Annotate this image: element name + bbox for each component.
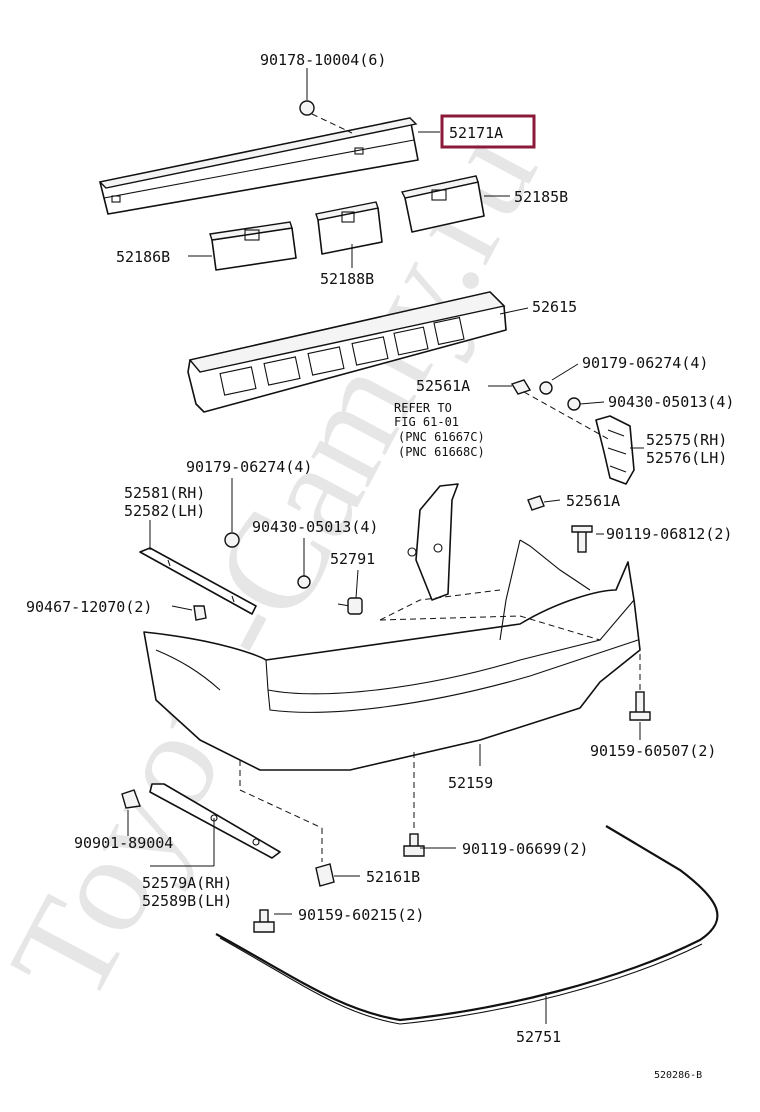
- moulding-52751: [215, 825, 719, 1025]
- nut-90430-top: [567, 397, 581, 411]
- bolt-90159-60507: [629, 654, 651, 721]
- label-90179-top[interactable]: 90179-06274(4): [582, 354, 708, 372]
- nut-90179-left: [224, 532, 240, 548]
- inner-support: [407, 483, 459, 601]
- refer-line-4: (PNC 61668C): [398, 445, 485, 459]
- label-52161b[interactable]: 52161B: [366, 868, 420, 886]
- diagram-code: 520286-B: [654, 1070, 702, 1081]
- clip-90901: [121, 789, 141, 809]
- label-90430-top[interactable]: 90430-05013(4): [608, 393, 734, 411]
- retainer-52581: [139, 547, 257, 615]
- bolt-90159-60215: [253, 909, 275, 933]
- clip-52561a-mid: [527, 495, 545, 511]
- absorber-52186b: [209, 221, 297, 271]
- label-52589b[interactable]: 52589B(LH): [142, 892, 232, 910]
- label-52171a[interactable]: 52171A: [449, 124, 503, 142]
- clip-90467: [193, 605, 207, 621]
- nut-90178: [299, 100, 353, 134]
- label-52791[interactable]: 52791: [330, 550, 375, 568]
- label-90159-60215[interactable]: 90159-60215(2): [298, 906, 424, 924]
- label-52751[interactable]: 52751: [516, 1028, 561, 1046]
- absorber-52615: [187, 291, 507, 413]
- reinforcement-part: [98, 117, 419, 215]
- nut-90430-left: [297, 575, 311, 589]
- retainer-52579a: [149, 783, 281, 859]
- label-52188b[interactable]: 52188B: [320, 270, 374, 288]
- label-90430-left[interactable]: 90430-05013(4): [252, 518, 378, 536]
- label-52186b[interactable]: 52186B: [116, 248, 170, 266]
- label-90178[interactable]: 90178-10004(6): [260, 51, 386, 69]
- nut-90179-top: [539, 381, 553, 395]
- refer-line-2: FIG 61-01: [394, 415, 459, 429]
- label-52582[interactable]: 52582(LH): [124, 502, 205, 520]
- label-52561a-top[interactable]: 52561A: [416, 377, 470, 395]
- clip-52161b: [239, 760, 335, 887]
- refer-note: REFER TO FIG 61-01 (PNC 61667C) (PNC 616…: [394, 401, 485, 459]
- label-90159-60507[interactable]: 90159-60507(2): [590, 742, 716, 760]
- label-52576[interactable]: 52576(LH): [646, 449, 727, 467]
- absorber-52188b: [315, 201, 383, 255]
- reflector-52791: [337, 597, 363, 615]
- absorber-52185b: [400, 175, 485, 233]
- bumper-cover-52159: [143, 539, 641, 771]
- label-90119-right[interactable]: 90119-06812(2): [606, 525, 732, 543]
- label-52561a-mid[interactable]: 52561A: [566, 492, 620, 510]
- label-52185b[interactable]: 52185B: [514, 188, 568, 206]
- clip-52561a-top: [510, 379, 532, 395]
- label-52615[interactable]: 52615: [532, 298, 577, 316]
- label-90119-bottom[interactable]: 90119-06699(2): [462, 840, 588, 858]
- label-90901[interactable]: 90901-89004: [74, 834, 173, 852]
- refer-line-1: REFER TO: [394, 401, 452, 415]
- highlight-box: [440, 114, 536, 149]
- label-52575[interactable]: 52575(RH): [646, 431, 727, 449]
- label-52159[interactable]: 52159: [448, 774, 493, 792]
- bracket-52575: [595, 415, 635, 485]
- leader-lines: [127, 68, 644, 1024]
- refer-line-3: (PNC 61667C): [398, 430, 485, 444]
- label-90179-left[interactable]: 90179-06274(4): [186, 458, 312, 476]
- bolt-90119-bottom: [403, 752, 425, 857]
- label-52581[interactable]: 52581(RH): [124, 484, 205, 502]
- part-labels: 90178-10004(6) 52171A 52185B 52186B 5218…: [26, 51, 734, 1081]
- label-90467[interactable]: 90467-12070(2): [26, 598, 152, 616]
- bolt-90119-right: [571, 525, 593, 553]
- label-52579a[interactable]: 52579A(RH): [142, 874, 232, 892]
